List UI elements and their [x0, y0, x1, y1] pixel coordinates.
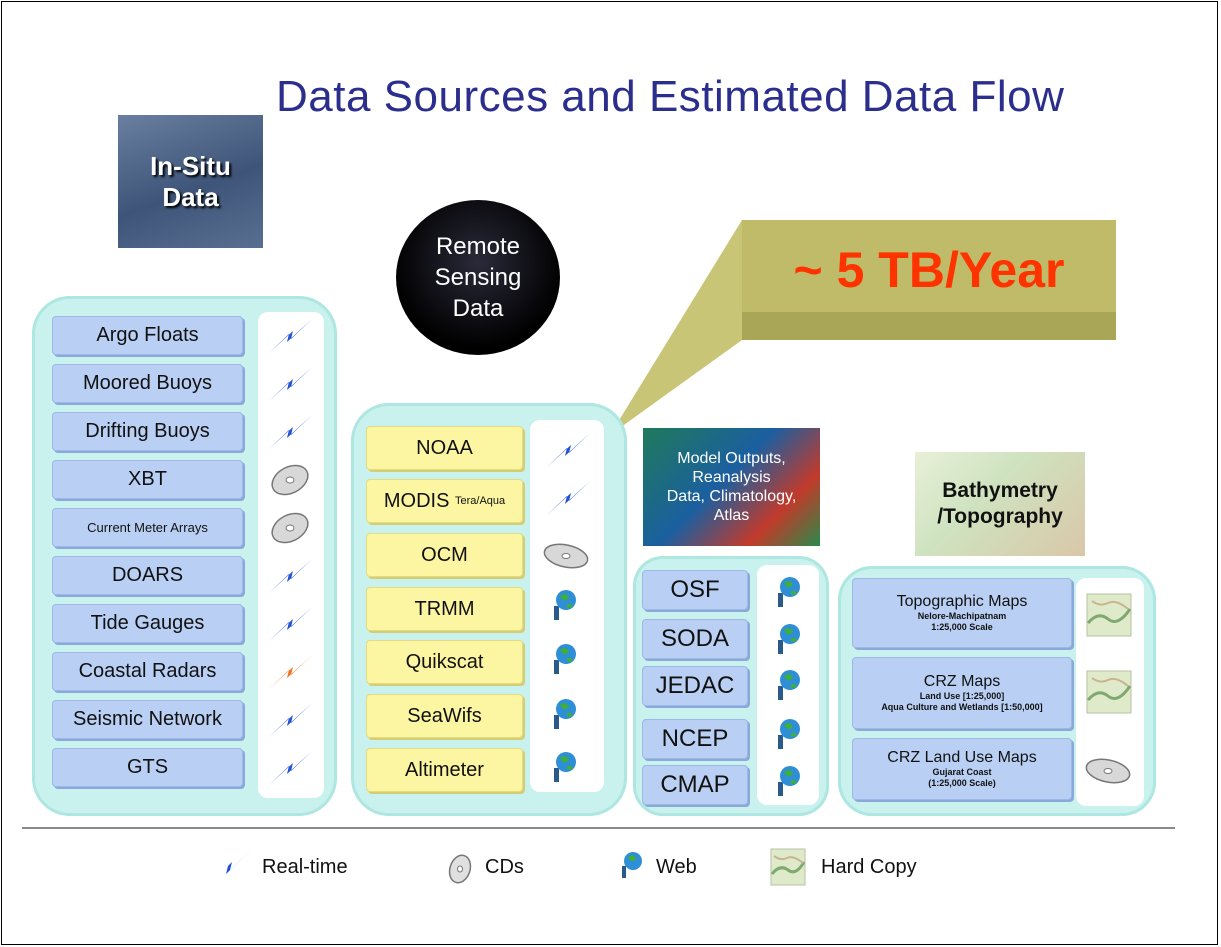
- in-situ-image: In-Situ Data: [118, 115, 263, 248]
- callout-beam: [610, 220, 742, 435]
- cd-icon: [271, 512, 309, 544]
- cd-icon: [1085, 758, 1131, 784]
- bathymetry-image: Bathymetry /Topography: [915, 452, 1085, 556]
- globe-icon: [778, 670, 800, 700]
- globe-icon: [554, 752, 576, 782]
- item-altimeter: Altimeter: [366, 748, 523, 792]
- map-icon: [1086, 670, 1132, 714]
- globe-icon: [778, 719, 800, 749]
- lightning-icon: [268, 414, 313, 450]
- item-current-meter-arrays: Current Meter Arrays: [52, 508, 243, 547]
- item-ocm: OCM: [366, 533, 523, 577]
- lightning-icon: [268, 702, 313, 738]
- item-osf: OSF: [642, 570, 748, 610]
- cd-icon: [543, 543, 589, 569]
- item-tide-gauges: Tide Gauges: [52, 604, 243, 643]
- item-noaa: NOAA: [366, 426, 523, 470]
- item-ncep: NCEP: [642, 719, 748, 759]
- cd-icon: [448, 854, 472, 884]
- item-crz-maps: CRZ Maps Land Use [1:25,000] Aqua Cultur…: [852, 657, 1072, 729]
- legend-divider: [22, 827, 1175, 829]
- item-coastal-radars: Coastal Radars: [52, 652, 243, 691]
- cd-icon: [271, 464, 309, 496]
- item-cmap: CMAP: [642, 765, 748, 805]
- item-moored-buoys: Moored Buoys: [52, 364, 243, 403]
- legend-label-cds: CDs: [485, 856, 524, 878]
- globe-icon: [778, 624, 800, 654]
- legend-label-realtime: Real-time: [262, 856, 348, 878]
- item-seismic-network: Seismic Network: [52, 700, 243, 739]
- item-argo-floats: Argo Floats: [52, 316, 243, 355]
- globe-icon: [554, 590, 576, 620]
- in-situ-caption: In-Situ Data: [150, 150, 231, 212]
- lightning-icon: [546, 432, 591, 468]
- item-topographic-maps: Topographic Maps Nelore-Machipatnam 1:25…: [852, 578, 1072, 648]
- lightning-icon: [206, 848, 253, 888]
- item-quikscat: Quikscat: [366, 640, 523, 684]
- globe-icon: [622, 852, 642, 878]
- model-outputs-image: Model Outputs, Reanalysis Data, Climatol…: [643, 428, 820, 546]
- lightning-icon: [268, 750, 313, 786]
- bathymetry-caption: Bathymetry /Topography: [937, 479, 1063, 528]
- legend-label-web: Web: [656, 856, 697, 878]
- map-icon: [770, 848, 806, 886]
- lightning-icon: [268, 318, 313, 354]
- item-drifting-buoys: Drifting Buoys: [52, 412, 243, 451]
- item-modis: MODIS Tera/Aqua: [366, 479, 523, 523]
- model-outputs-caption: Model Outputs, Reanalysis Data, Climatol…: [666, 450, 797, 524]
- item-doars: DOARS: [52, 556, 243, 595]
- item-crz-land-use-maps: CRZ Land Use Maps Gujarat Coast (1:25,00…: [852, 738, 1072, 800]
- slide-title: Data Sources and Estimated Data Flow: [276, 72, 1065, 121]
- item-trmm: TRMM: [366, 587, 523, 631]
- globe-icon: [778, 577, 800, 607]
- globe-icon: [778, 766, 800, 796]
- item-seawifs: SeaWifs: [366, 694, 523, 738]
- lightning-icon-orange: [268, 654, 313, 690]
- item-gts: GTS: [52, 748, 243, 787]
- item-jedac: JEDAC: [642, 666, 748, 706]
- item-xbt: XBT: [52, 460, 243, 499]
- item-soda: SODA: [642, 619, 748, 659]
- lightning-icon: [546, 480, 591, 516]
- remote-sensing-caption: Remote Sensing Data: [434, 233, 522, 322]
- lightning-icon: [268, 558, 313, 594]
- callout-box: [742, 220, 1116, 312]
- legend-label-hard-copy: Hard Copy: [821, 856, 917, 878]
- map-icon: [1086, 593, 1132, 637]
- lightning-icon: [268, 366, 313, 402]
- globe-icon: [554, 644, 576, 674]
- remote-sensing-image: Remote Sensing Data: [396, 200, 560, 355]
- volume-text: ~ 5 TB/Year: [794, 242, 1065, 298]
- globe-icon: [554, 699, 576, 729]
- lightning-icon: [268, 606, 313, 642]
